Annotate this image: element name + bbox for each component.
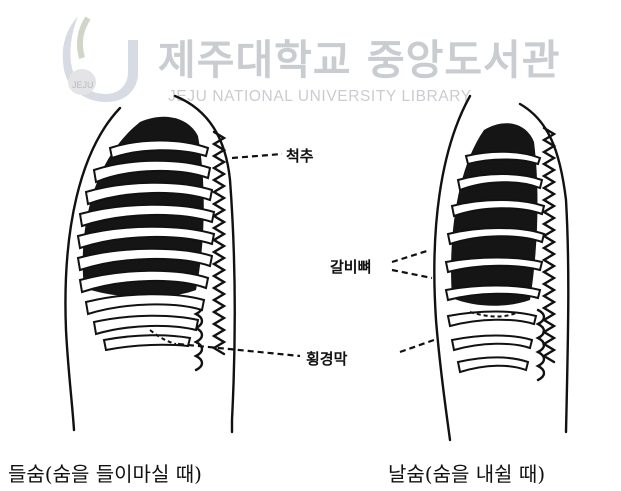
caption-exhale: 날숨(숨을 내쉴 때) <box>388 458 545 487</box>
spine-leader-line <box>232 154 282 158</box>
label-spine: 척추 <box>286 145 314 166</box>
ribs-leader-2 <box>392 270 432 278</box>
label-diaphragm: 횡경막 <box>306 348 347 369</box>
caption-inhale: 들숨(숨을 들이마실 때) <box>8 458 202 487</box>
diaphragm-leader-left <box>178 344 300 356</box>
diaphragm-leader-right <box>400 340 434 352</box>
ribs-leader-1 <box>392 250 430 262</box>
label-ribs: 갈비뼈 <box>330 256 371 277</box>
